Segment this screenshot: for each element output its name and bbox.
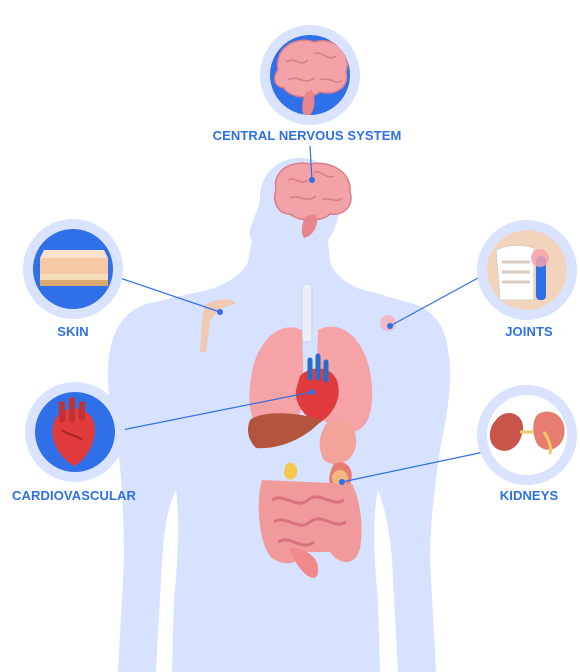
skin-label: SKIN [57, 324, 88, 339]
trachea [302, 284, 312, 342]
cns-badge [260, 25, 360, 125]
kidneys-badge [477, 385, 577, 485]
skin-layers-icon [40, 250, 108, 286]
skin-badge [23, 219, 123, 319]
cns-label: CENTRAL NERVOUS SYSTEM [213, 128, 402, 143]
kidneys-label: KIDNEYS [500, 488, 559, 503]
shoulder-joint-icon [496, 245, 549, 300]
joint-marker [380, 315, 396, 331]
joints-label: JOINTS [505, 324, 553, 339]
cardio-label: CARDIOVASCULAR [12, 488, 136, 503]
cardio-badge [25, 382, 125, 482]
joints-badge [477, 220, 577, 320]
